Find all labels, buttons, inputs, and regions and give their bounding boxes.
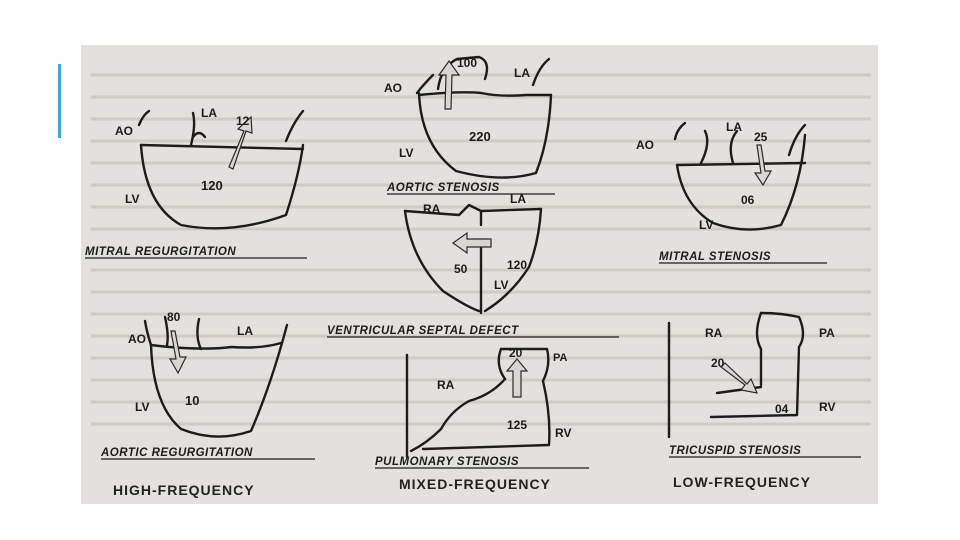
ventricular-septal-defect-ra-label: RA (423, 202, 441, 216)
aortic-regurgitation-title-label: AORTIC REGURGITATION (100, 447, 253, 459)
pulmonary-stenosis-diagram: 20 PA RA 125 RV PULMONARY STENOSIS (375, 346, 589, 468)
aortic-regurgitation-ao-label: AO (128, 332, 146, 346)
tricuspid-stenosis-ra-label: RA (705, 326, 723, 340)
mitral-regurgitation-la-label: LA (201, 106, 217, 120)
mitral-regurgitation-ao-label: AO (115, 124, 133, 138)
pulmonary-stenosis-rv-label: RV (555, 426, 571, 440)
mitral-regurgitation-v2-label: 120 (201, 178, 223, 193)
aortic-stenosis-diagram: AO 100 LA LV 220 AORTIC STENOSIS (384, 56, 555, 194)
mitral-regurgitation-v1-label: 12 (236, 114, 250, 128)
ventricular-septal-defect-v1-label: 50 (454, 262, 468, 276)
aortic-stenosis-title-label: AORTIC STENOSIS (386, 182, 500, 194)
mitral-stenosis-v1-label: 25 (754, 130, 768, 144)
mitral-stenosis-ao-label: AO (636, 138, 654, 152)
aortic-regurgitation-v2-label: 10 (185, 393, 199, 408)
mitral-stenosis-v2-label: 06 (741, 193, 755, 207)
tricuspid-stenosis-v2-label: 04 (775, 402, 789, 416)
tricuspid-stenosis-v1-label: 20 (711, 356, 725, 370)
aortic-stenosis-v2-label: 220 (469, 129, 491, 144)
tricuspid-stenosis-pa-label: PA (819, 326, 835, 340)
aortic-stenosis-lv-label: LV (399, 146, 413, 160)
scanned-figure: AO LA 12 LV 120 MITRAL REGURGITATION AO … (81, 45, 878, 504)
aortic-stenosis-ao-label: AO (384, 81, 402, 95)
mitral-stenosis-lv-label: LV (699, 218, 713, 232)
aortic-stenosis-la-label: LA (514, 66, 530, 80)
aortic-regurgitation-la-label: LA (237, 324, 253, 338)
pulmonary-stenosis-ra-label: RA (437, 378, 455, 392)
aortic-stenosis-v1-label: 100 (457, 56, 477, 70)
pulmonary-stenosis-pa-label: PA (553, 352, 568, 364)
pulmonary-stenosis-v2-label: 125 (507, 418, 527, 432)
ventricular-septal-defect-v2-label: 120 (507, 258, 527, 272)
mitral-regurgitation-lv-label: LV (125, 192, 139, 206)
ventricular-septal-defect-la-label: LA (510, 192, 526, 206)
mitral-regurgitation-title-label: MITRAL REGURGITATION (85, 246, 236, 258)
heart-murmur-diagram: AO LA 12 LV 120 MITRAL REGURGITATION AO … (81, 45, 878, 504)
mitral-regurgitation-diagram: AO LA 12 LV 120 MITRAL REGURGITATION (85, 106, 307, 258)
low-frequency-label: LOW-FREQUENCY (673, 474, 811, 490)
tricuspid-stenosis-title-label: TRICUSPID STENOSIS (669, 445, 801, 457)
aortic-regurgitation-lv-label: LV (135, 400, 149, 414)
high-frequency-label: HIGH-FREQUENCY (113, 482, 255, 498)
tricuspid-stenosis-rv-label: RV (819, 400, 835, 414)
ventricular-septal-defect-lv-label: LV (494, 278, 508, 292)
mitral-stenosis-title-label: MITRAL STENOSIS (659, 251, 771, 263)
aortic-regurgitation-v1-label: 80 (167, 310, 181, 324)
pulmonary-stenosis-v1-label: 20 (509, 346, 523, 360)
ventricular-septal-defect-title-label: VENTRICULAR SEPTAL DEFECT (327, 325, 519, 337)
mitral-stenosis-la-label: LA (726, 120, 742, 134)
aortic-regurgitation-diagram: 80 AO LA LV 10 AORTIC REGURGITATION (100, 310, 315, 459)
slide-accent-bar (58, 64, 61, 138)
mixed-frequency-label: MIXED-FREQUENCY (399, 476, 551, 492)
pulmonary-stenosis-title-label: PULMONARY STENOSIS (375, 456, 519, 468)
